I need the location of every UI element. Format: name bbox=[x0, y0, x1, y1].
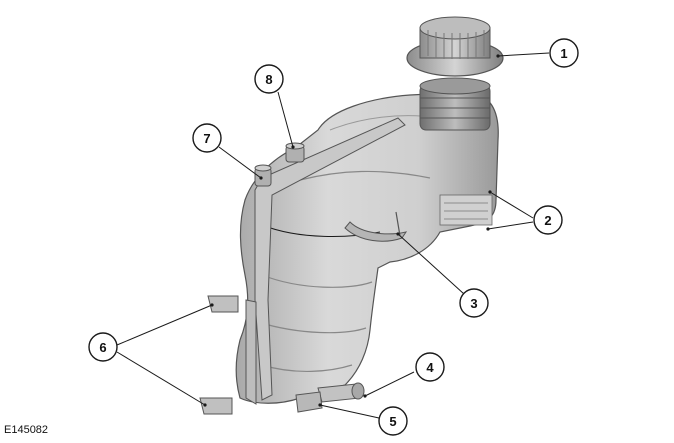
callout-7-label: 7 bbox=[203, 131, 210, 146]
callout-4-label: 4 bbox=[426, 360, 434, 375]
callout-4: 4 bbox=[415, 352, 445, 382]
callout-6: 6 bbox=[88, 332, 118, 362]
callout-8: 8 bbox=[254, 64, 284, 94]
callout-8-label: 8 bbox=[265, 72, 272, 87]
callout-5-label: 5 bbox=[389, 414, 396, 429]
callout-3: 3 bbox=[459, 288, 489, 318]
mounting-frame bbox=[254, 117, 406, 401]
leader-lines bbox=[116, 52, 550, 419]
callout-7: 7 bbox=[192, 123, 222, 153]
callout-3-label: 3 bbox=[470, 296, 477, 311]
callout-1-label: 1 bbox=[560, 46, 567, 61]
callout-2: 2 bbox=[533, 205, 563, 235]
expansion-tank-illustration bbox=[199, 16, 504, 415]
callout-5: 5 bbox=[378, 406, 408, 436]
callout-2-label: 2 bbox=[544, 213, 551, 228]
callout-1: 1 bbox=[549, 38, 579, 68]
figure-reference-code: E145082 bbox=[4, 424, 49, 436]
callout-6-label: 6 bbox=[99, 340, 106, 355]
